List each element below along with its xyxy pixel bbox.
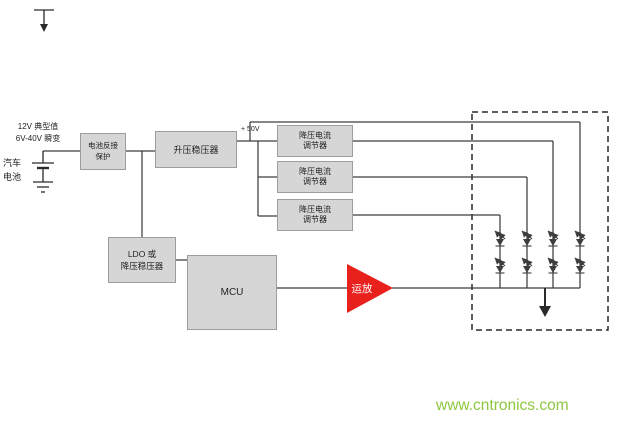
input-voltage-note-line1: 12V 典型值 [17, 122, 59, 131]
block-label: 升压稳压器 [173, 145, 219, 155]
car-battery-label-line2: 电池 [3, 171, 22, 182]
car-battery-label: 汽车 电池 [3, 157, 21, 185]
block-buck-current-regulator-1: 降压电流 调节器 [277, 125, 353, 157]
block-label: 调节器 [303, 177, 327, 186]
block-label: 降压稳压器 [120, 261, 164, 271]
battery-symbol [32, 151, 54, 193]
block-label: 调节器 [303, 141, 327, 150]
car-battery-label-line1: 汽车 [3, 158, 22, 168]
opamp-label: 运放 [352, 282, 373, 295]
block-label: 降压电流 [299, 130, 331, 140]
led-string-array [495, 231, 585, 273]
block-label: 保护 [95, 151, 111, 161]
block-boost-regulator: 升压稳压器 [155, 131, 237, 168]
led-array-dashed-box [471, 111, 609, 331]
watermark-url: www.cntronics.com [436, 397, 569, 414]
rail-voltage-label: + 50V [241, 126, 260, 133]
block-label: LDO 或 [127, 248, 157, 259]
block-reverse-battery-protection: 电池反接 保护 [80, 133, 126, 170]
opamp-triangle: 运放 [347, 264, 393, 313]
block-mcu: MCU [187, 255, 277, 330]
block-ldo-buck-regulator: LDO 或 降压稳压器 [108, 237, 176, 283]
block-label: 电池反接 [88, 141, 118, 151]
down-arrow-symbol [34, 9, 54, 32]
input-voltage-note: 12V 典型值 6V-40V 瞬变 [2, 121, 74, 145]
block-buck-current-regulator-3: 降压电流 调节器 [277, 199, 353, 231]
ground-arrow [539, 288, 551, 317]
input-voltage-note-line2: 6V-40V 瞬变 [15, 134, 61, 143]
block-label: 降压电流 [299, 204, 331, 214]
block-label: 降压电流 [299, 166, 331, 176]
block-label: 调节器 [303, 215, 327, 224]
block-label: MCU [220, 287, 244, 298]
block-buck-current-regulator-2: 降压电流 调节器 [277, 161, 353, 193]
